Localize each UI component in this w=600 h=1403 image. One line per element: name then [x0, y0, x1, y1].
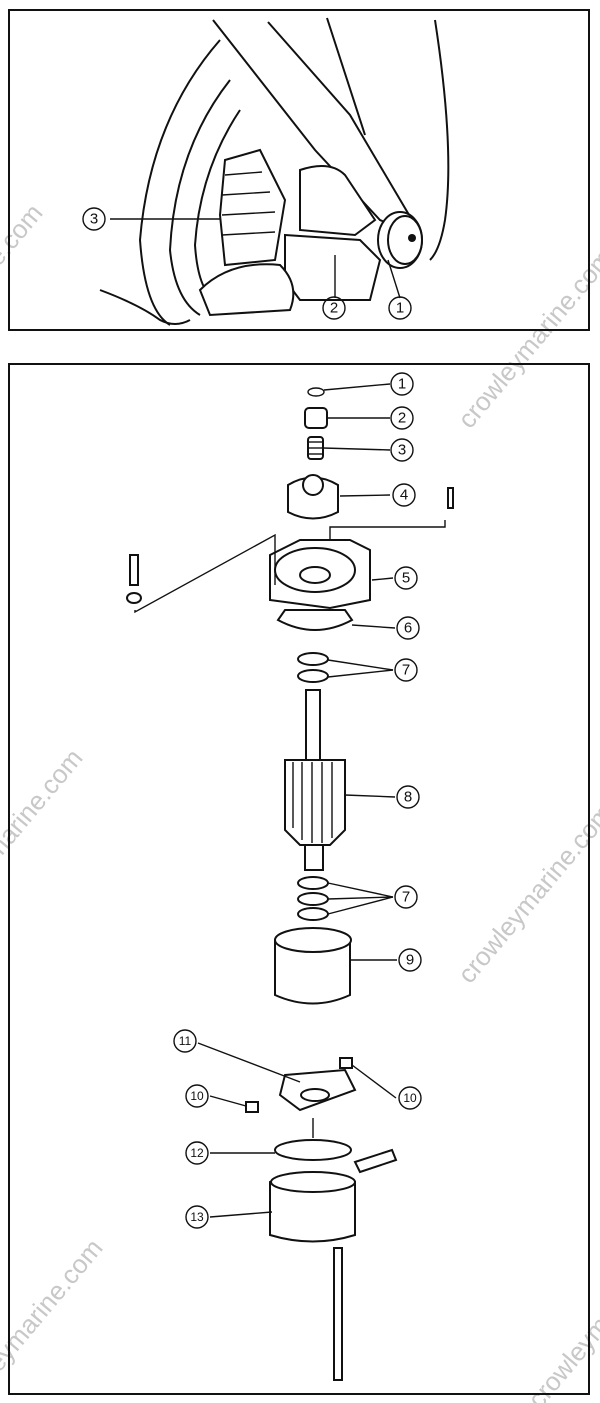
svg-text:1: 1 [398, 376, 406, 393]
svg-text:7: 7 [402, 889, 410, 906]
svg-text:6: 6 [404, 620, 412, 637]
watermark: crowleymarine.com [0, 743, 89, 934]
watermark: crowleymarine.com [452, 798, 600, 989]
callout-5: 5 [394, 566, 418, 590]
callout-6: 6 [396, 616, 420, 640]
svg-text:10: 10 [403, 1091, 417, 1105]
svg-text:4: 4 [400, 487, 408, 504]
callout-11: 11 [173, 1029, 197, 1053]
svg-text:10: 10 [190, 1089, 204, 1103]
callout-4: 4 [392, 483, 416, 507]
top-figure: 3 2 1 [8, 9, 590, 331]
callout-10: 10 [185, 1084, 209, 1108]
callout-2: 2 [390, 406, 414, 430]
svg-text:5: 5 [402, 570, 410, 587]
svg-text:9: 9 [406, 952, 414, 969]
watermark: crowleymarine.com [0, 1233, 109, 1403]
callout-12: 12 [185, 1141, 209, 1165]
watermark: crowleymarine.com [0, 198, 49, 389]
callout-8: 8 [396, 785, 420, 809]
svg-text:7: 7 [402, 662, 410, 679]
svg-text:12: 12 [190, 1146, 204, 1160]
callout-10b: 10 [398, 1086, 422, 1110]
svg-text:13: 13 [190, 1210, 204, 1224]
bottom-frame [8, 363, 590, 1395]
callout-9: 9 [398, 948, 422, 972]
bottom-figure: 1 2 3 4 5 6 7 8 7 9 11 10 10 12 13 [8, 363, 590, 1395]
svg-text:1: 1 [396, 300, 404, 317]
svg-text:2: 2 [330, 300, 338, 317]
callout-13: 13 [185, 1205, 209, 1229]
callout-1: 1 [388, 296, 412, 320]
callout-3: 3 [82, 207, 106, 231]
watermark: crowleymarine.com [452, 243, 600, 434]
svg-text:3: 3 [398, 442, 406, 459]
callout-3: 3 [390, 438, 414, 462]
callout-7: 7 [394, 658, 418, 682]
svg-text:11: 11 [179, 1034, 192, 1048]
callout-2: 2 [322, 296, 346, 320]
callout-1: 1 [390, 372, 414, 396]
svg-text:3: 3 [90, 211, 98, 228]
svg-text:8: 8 [404, 789, 412, 806]
svg-text:2: 2 [398, 410, 406, 427]
top-frame [8, 9, 590, 331]
callout-7b: 7 [394, 885, 418, 909]
